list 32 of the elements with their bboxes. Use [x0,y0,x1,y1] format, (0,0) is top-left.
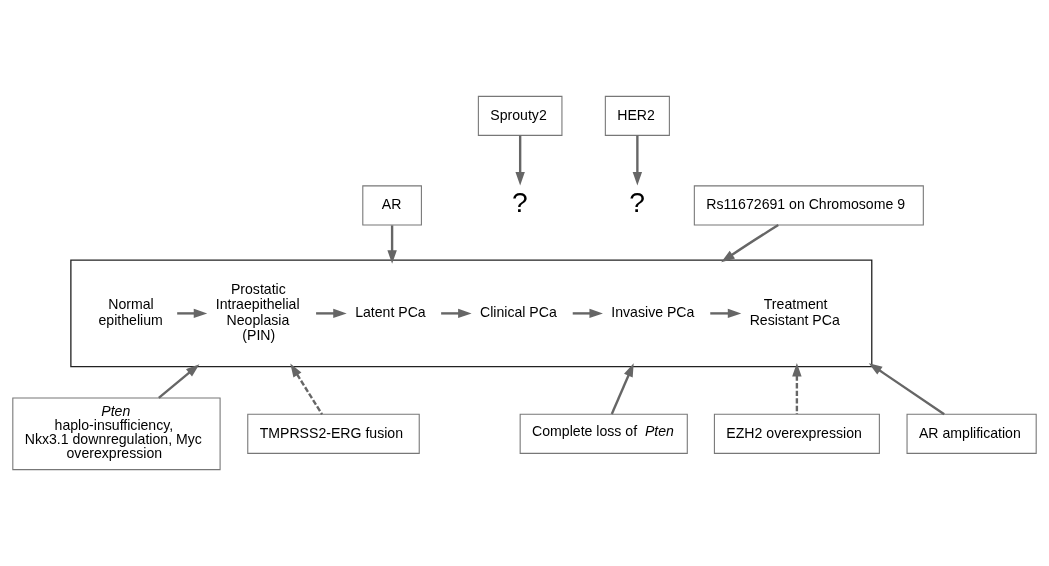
node-text: ? [629,186,645,219]
node-box: AR [362,185,422,226]
node-text: Prostatic Intraepithelial Neoplasia (PIN) [215,281,300,343]
node-box: HER2 [604,95,670,136]
node-text: Latent PCa [355,304,426,321]
arrow [177,308,208,319]
arrow [290,363,323,415]
arrow [441,308,472,319]
node-text: Normal epithelium [98,296,163,328]
node-box: TMPRSS2-ERG fusion [247,413,420,454]
node-box: EZH2 overexpression [713,413,880,454]
node-text: Treatment Resistant PCa [749,296,840,328]
node-box: Rs11672691 on Chromosome 9 [693,185,924,226]
arrow [572,308,603,319]
arrow [710,308,742,319]
cluster [70,259,873,368]
arrow [316,308,347,319]
node-text: ? [512,186,528,219]
node-box: Pten haplo-insufficiency, Nkx3.1 downregulation, Myc overexpression [12,397,221,471]
arrow [610,363,634,415]
arrow [515,135,525,186]
arrow [868,363,945,416]
arrow [158,364,200,399]
node-box: Complete loss of Pten [519,413,688,454]
node-text: Invasive PCa [611,304,695,321]
arrow [387,225,397,264]
node-box: Sprouty2 [477,95,563,136]
node-box: AR amplification [906,413,1037,454]
node-text: Clinical PCa [480,304,557,321]
arrow [792,362,802,414]
arrow [632,135,643,186]
arrow [721,224,779,263]
